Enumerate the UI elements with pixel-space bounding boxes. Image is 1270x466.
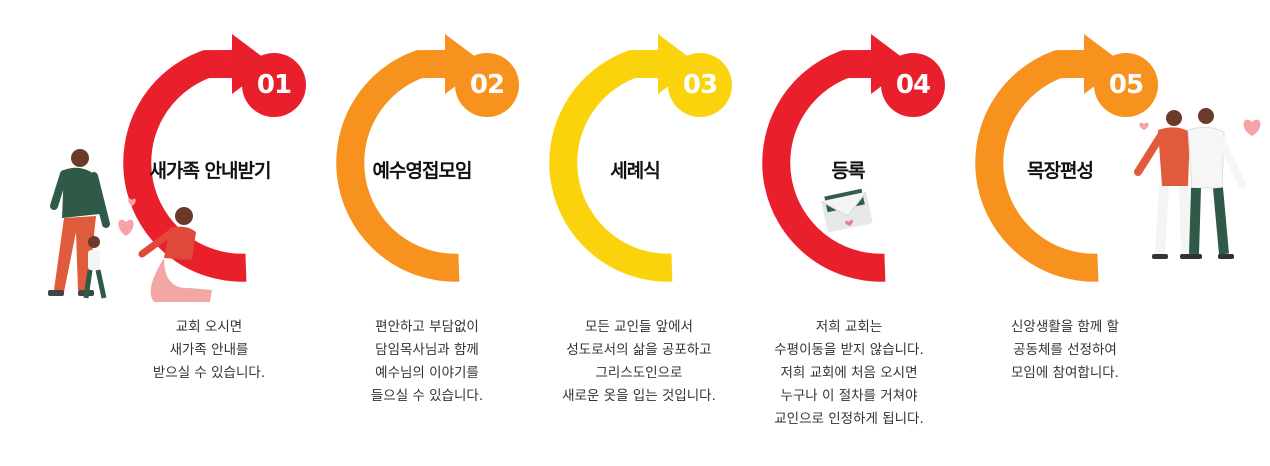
step-4-desc-line: 수평이동을 받지 않습니다. bbox=[774, 342, 924, 358]
step-3-arrow-ring bbox=[549, 50, 673, 282]
step-5-desc-line: 신앙생활을 함께 할 bbox=[1011, 319, 1119, 335]
step-5-arrow-ring bbox=[975, 50, 1099, 282]
step-2-desc-line: 편안하고 부담없이 bbox=[375, 319, 479, 335]
family-playing-icon bbox=[48, 149, 212, 302]
step-2-description: 편안하고 부담없이 담임목사님과 함께 예수님의 이야기를 들으실 수 있습니다… bbox=[312, 316, 542, 408]
step-2-desc-line: 예수님의 이야기를 bbox=[375, 365, 479, 381]
step-3-desc-line: 성도로서의 삶을 공포하고 bbox=[566, 342, 712, 358]
step-3-desc-line: 새로운 옷을 입는 것입니다. bbox=[562, 388, 716, 404]
step-3-description: 모든 교인들 앞에서 성도로서의 삶을 공포하고 그리스도인으로 새로운 옷을 … bbox=[524, 316, 754, 408]
step-1-desc-line: 받으실 수 있습니다. bbox=[152, 365, 266, 381]
step-1-desc-line: 교회 오시면 bbox=[175, 319, 243, 335]
step-2-desc-line: 들으실 수 있습니다. bbox=[370, 388, 484, 404]
step-3-title: 세례식 bbox=[610, 160, 660, 182]
step-4-number-badge: 04 bbox=[881, 53, 945, 117]
step-4-desc-line: 누구나 이 절차를 거쳐야 bbox=[780, 388, 918, 404]
step-4-desc-line: 저희 교회는 bbox=[815, 319, 883, 335]
step-5-desc-line: 공동체를 선정하여 bbox=[1013, 342, 1117, 358]
step-5-number-badge: 05 bbox=[1094, 53, 1158, 117]
step-1-title: 새가족 안내받기 bbox=[149, 160, 272, 182]
step-2-number-badge: 02 bbox=[455, 53, 519, 117]
step-3-desc-line: 모든 교인들 앞에서 bbox=[585, 319, 693, 335]
step-5-desc-line: 모임에 참여합니다. bbox=[1011, 365, 1119, 381]
step-3-desc-line: 그리스도인으로 bbox=[595, 365, 683, 381]
step-4-arrow-ring bbox=[762, 50, 886, 282]
step-1-desc-line: 새가족 안내를 bbox=[169, 342, 249, 358]
step-2-arrow-ring bbox=[336, 50, 460, 282]
step-5-title: 목장편성 bbox=[1027, 160, 1094, 182]
step-5-description: 신앙생활을 함께 할 공동체를 선정하여 모임에 참여합니다. bbox=[950, 316, 1180, 385]
step-2-desc-line: 담임목사님과 함께 bbox=[375, 342, 479, 358]
couple-hugging-icon bbox=[1134, 108, 1261, 259]
step-3-number-badge: 03 bbox=[668, 53, 732, 117]
step-1-description: 교회 오시면 새가족 안내를 받으실 수 있습니다. bbox=[94, 316, 324, 385]
step-2-title: 예수영접모임 bbox=[372, 160, 473, 182]
step-1-number-badge: 01 bbox=[242, 53, 306, 117]
step-4-desc-line: 교인으로 인정하게 됩니다. bbox=[774, 411, 924, 427]
step-1-arrow-ring bbox=[123, 50, 247, 282]
step-4-title: 등록 bbox=[831, 160, 866, 182]
step-4-description: 저희 교회는 수평이동을 받지 않습니다. 저희 교회에 처음 오시면 누구나 … bbox=[734, 316, 964, 431]
envelope-heart-icon bbox=[820, 188, 873, 233]
step-4-desc-line: 저희 교회에 처음 오시면 bbox=[780, 365, 918, 381]
